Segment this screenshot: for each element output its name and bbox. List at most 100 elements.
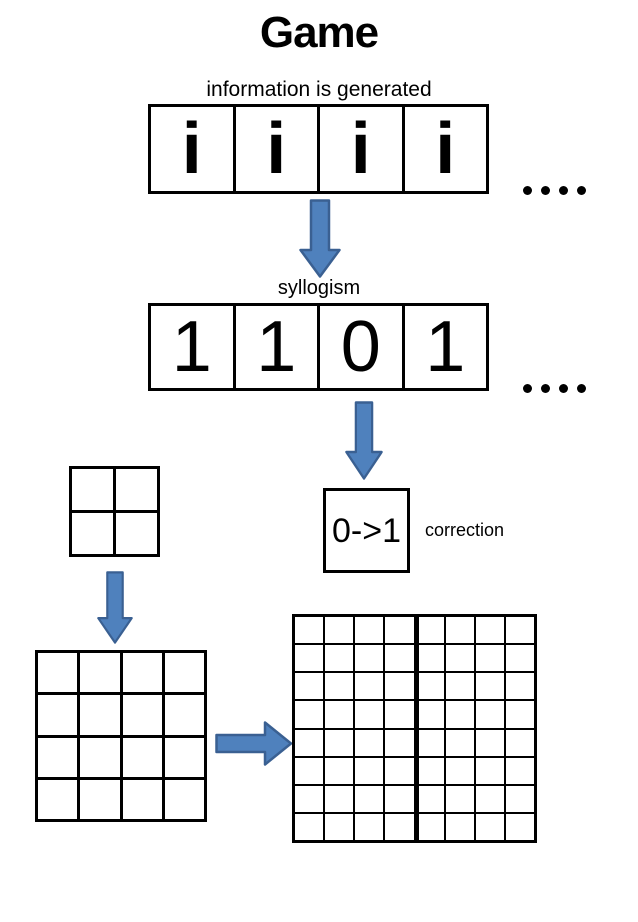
label-information-generated: information is generated [206,78,432,101]
ellipsis-top [523,186,586,195]
grid-cell [295,785,324,812]
ellipsis-bottom [523,384,586,393]
grid-cell [72,513,113,554]
grid-cell [122,737,162,777]
grid-cell [505,729,534,756]
grid-cell: 0 [320,306,402,388]
grid-cell [325,645,354,672]
grid-cell [475,701,504,728]
grid-cell [415,757,444,784]
grid-cell [80,737,120,777]
grid-cell [164,737,204,777]
grid-cell [415,673,444,700]
grid-cell [355,813,384,840]
grid-cell [355,785,384,812]
dot [541,384,550,393]
grid-cell [385,729,414,756]
grid-cell: 1 [404,306,486,388]
grid-cell [38,779,78,819]
label-correction: correction [425,520,505,540]
correction-box: 0->1 [323,488,410,573]
grid-cell [475,645,504,672]
grid-cell [355,701,384,728]
grid-cell [505,701,534,728]
dot [559,384,568,393]
grid-cell [325,701,354,728]
grid-cell: 1 [151,306,233,388]
grid-cell [164,653,204,693]
grid-cell [122,653,162,693]
grid-cell [355,673,384,700]
grid-cell [505,757,534,784]
grid-cell [445,757,474,784]
dot [577,186,586,195]
grid-cell [385,701,414,728]
grid-cell [325,785,354,812]
grid-cell [415,785,444,812]
grid-cell: i [151,107,233,191]
page-title: Game [259,8,379,57]
grid-cell [355,729,384,756]
grid-cell [475,617,504,644]
grid-cell [80,653,120,693]
grid-cell [505,617,534,644]
grid-cell [385,813,414,840]
grid-2x2 [69,466,160,557]
grid-cell [385,645,414,672]
grid-cell [164,779,204,819]
grid-cell [385,785,414,812]
grid-cell [415,701,444,728]
down-arrow-icon [97,571,133,644]
grid-cell [445,813,474,840]
grid-cell [475,673,504,700]
grid-cell [164,695,204,735]
grid-cell [72,469,113,510]
correction-box-value: 0->1 [332,511,401,550]
grid-cell [385,757,414,784]
grid-cell [475,729,504,756]
label-syllogism: syllogism [277,277,361,299]
grid-cell [385,673,414,700]
grid-cell: 1 [235,306,317,388]
grid-cell [325,757,354,784]
grid-cell [325,729,354,756]
grid-cell [415,645,444,672]
grid-cell [445,785,474,812]
dot [541,186,550,195]
grid-cell [295,673,324,700]
dot [523,384,532,393]
grid-cell [475,757,504,784]
grid-cell [355,757,384,784]
grid-cell [475,813,504,840]
grid-cell [505,813,534,840]
grid-cell [295,645,324,672]
grid-cell [325,617,354,644]
dot [577,384,586,393]
grid-cell [475,785,504,812]
grid-cell [116,513,157,554]
grid-cell [385,617,414,644]
dot [523,186,532,195]
grid-cell [445,645,474,672]
grid-cell [415,813,444,840]
grid-cell [80,779,120,819]
grid-cell [325,673,354,700]
grid-cell [445,617,474,644]
grid-cell [295,617,324,644]
grid-cell [38,737,78,777]
grid-cell [116,469,157,510]
grid-cell [295,701,324,728]
grid-cell [505,645,534,672]
down-arrow-icon [299,199,341,278]
grid-4x4 [35,650,207,822]
dot [559,186,568,195]
grid-cell [445,701,474,728]
grid-cell [325,813,354,840]
grid-cell [295,757,324,784]
grid-cell [355,617,384,644]
grid-cell [38,653,78,693]
right-arrow-icon [215,721,293,766]
down-arrow-icon [345,401,383,480]
